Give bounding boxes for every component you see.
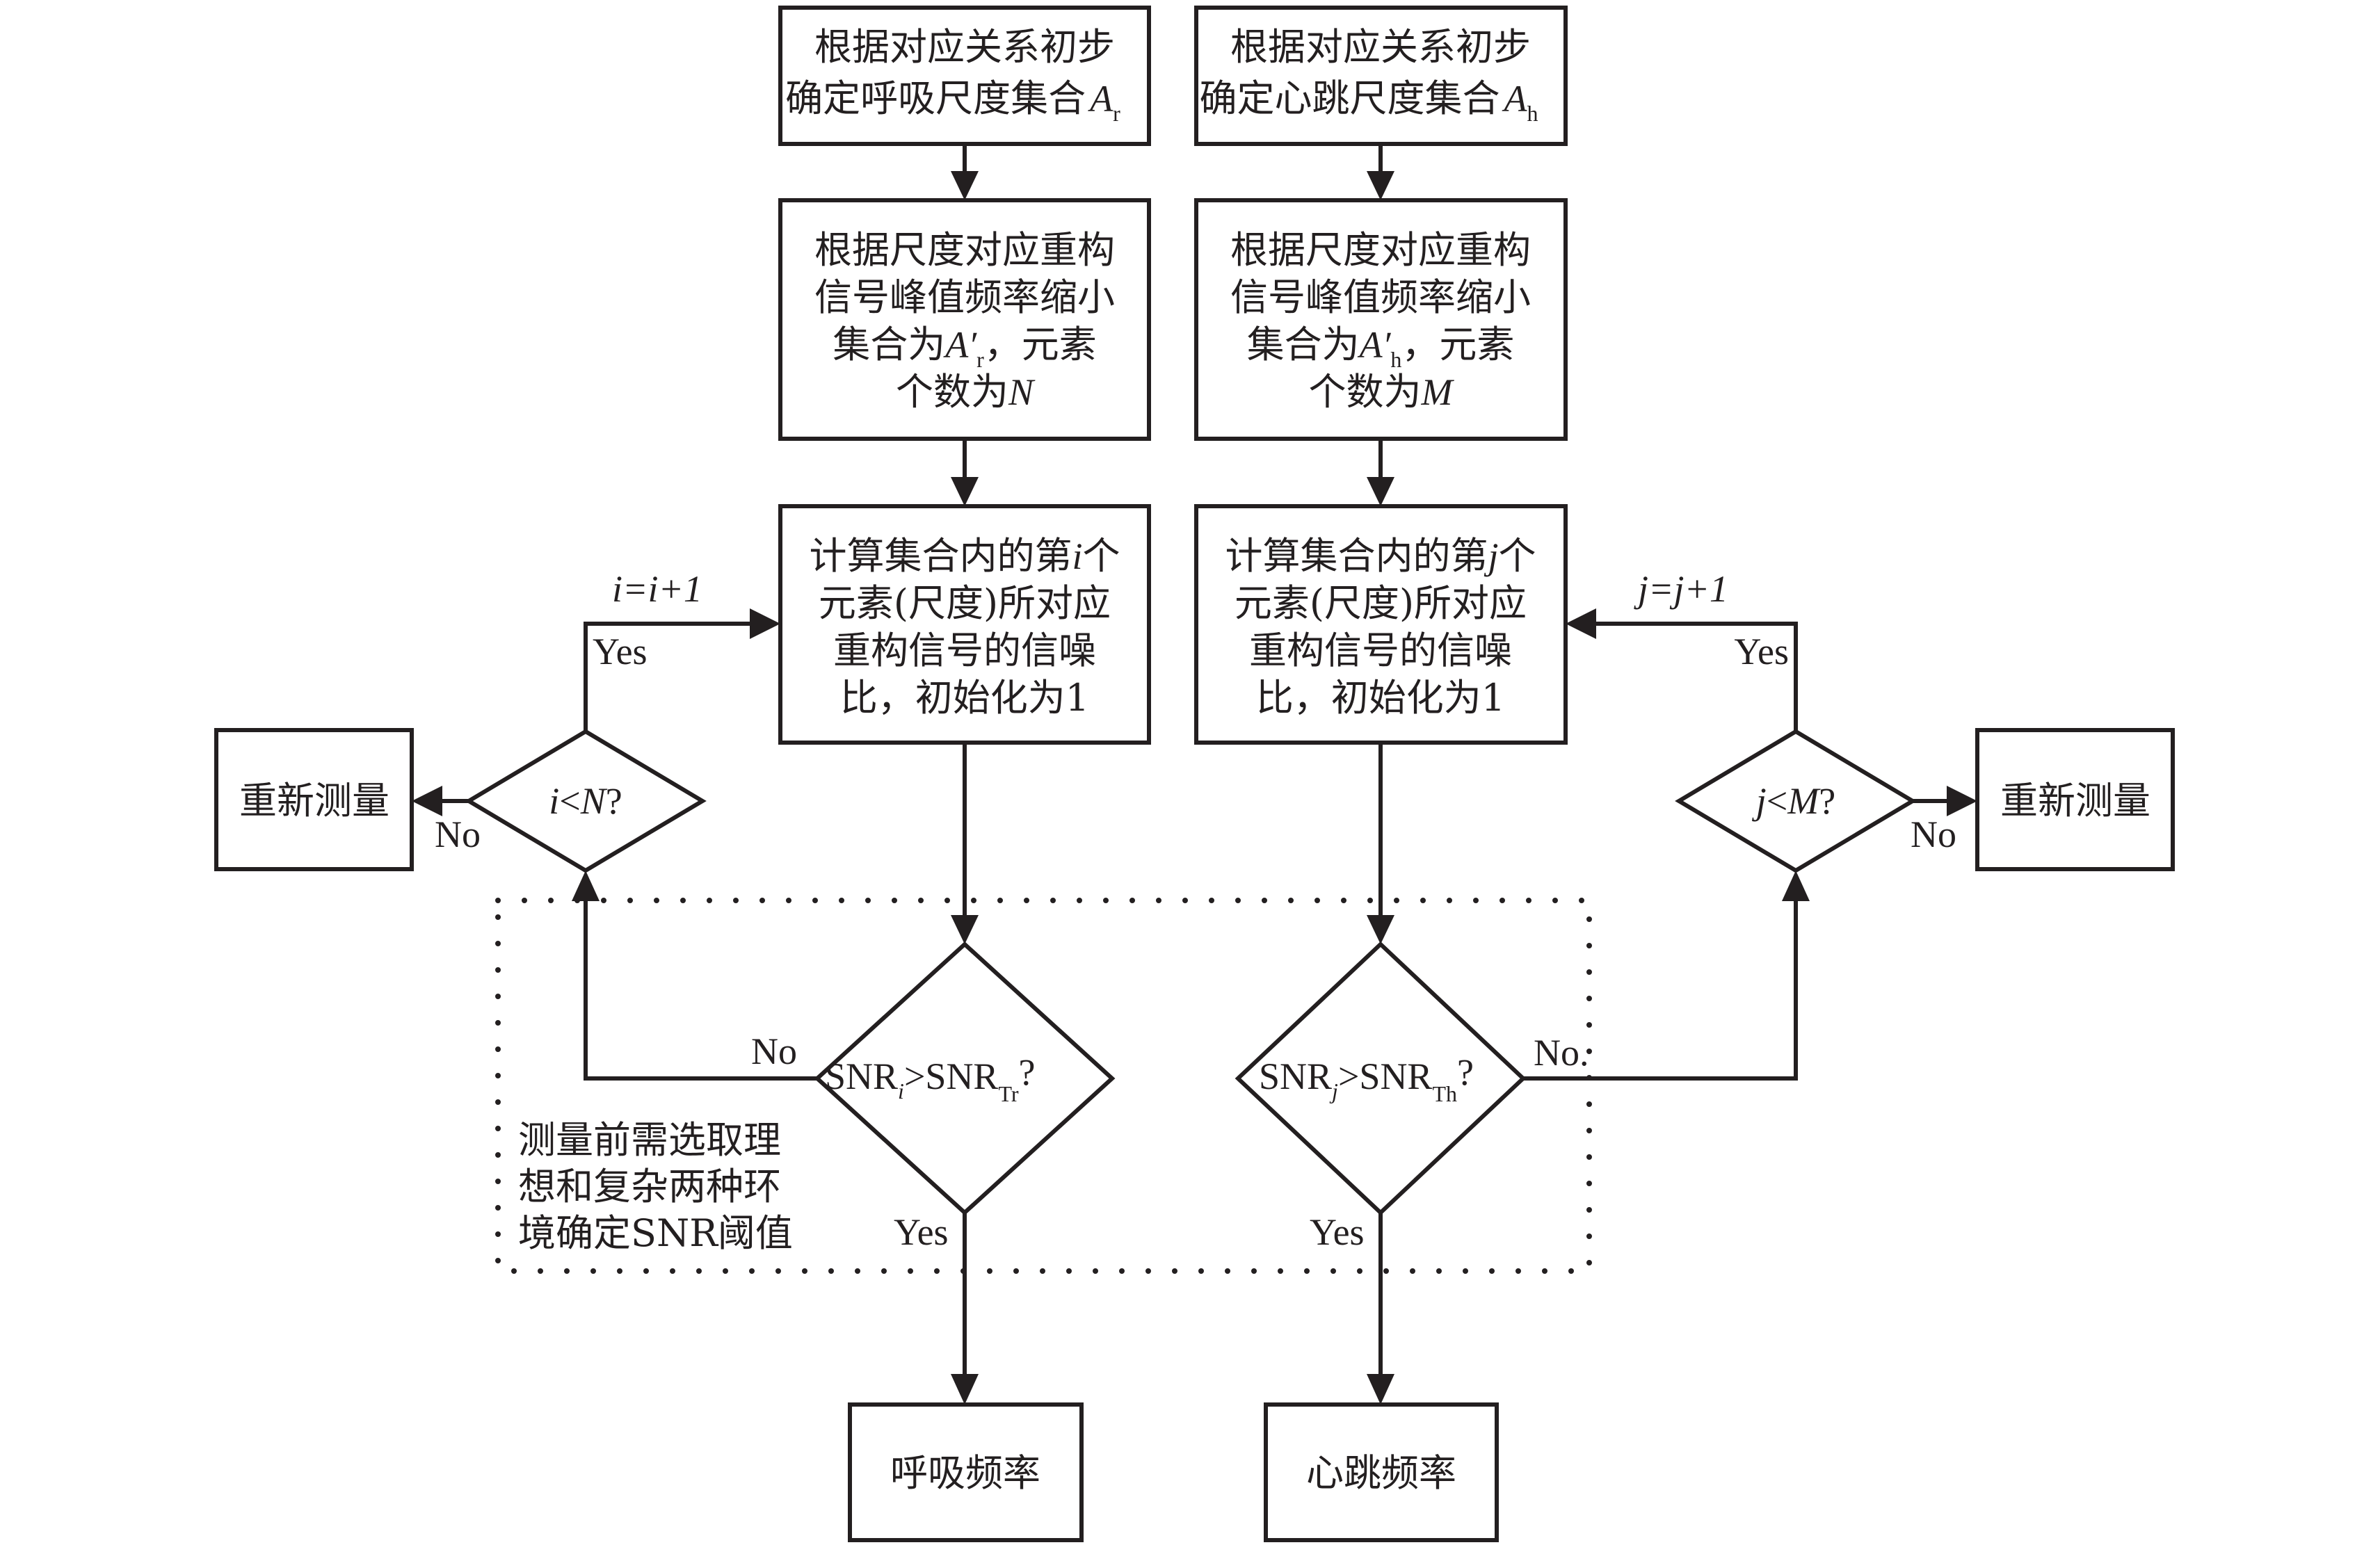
breathing-reduced-line2: 信号峰值频率缩小 [814,275,1115,319]
heartbeat-reduced-line1: 根据尺度对应重构 [1230,228,1531,272]
heartbeat-snr-line4: 比，初始化为1 [1256,676,1505,720]
note-line2: 想和复杂两种环 [518,1165,781,1208]
heartbeat-increment-label: j=j+1 [1634,568,1728,610]
breathing-snr-line2: 元素(尺度)所对应 [819,581,1111,625]
heartbeat-reduced-line2: 信号峰值频率缩小 [1230,275,1531,319]
breathing-snr-condition: SNRi>SNRTr? [825,1051,1036,1106]
breathing-reduced-symbol: A′ [943,324,977,366]
heartbeat-rate-result-box [1264,1402,1499,1542]
breathing-index-var: i [1072,535,1082,577]
breathing-remeasure-box [214,728,414,871]
arrow-head-up-icon [572,871,600,901]
breathing-increment-label: i=i+1 [612,568,702,610]
breathing-reduced-line3: 集合为A′r，元素 [833,323,1096,372]
heartbeat-set-symbol: A [1502,78,1528,120]
threshold-region-dotted-border [495,898,1592,1274]
heartbeat-loop-yes-label: Yes [1734,631,1789,672]
heartbeat-index-condition: j<M? [1752,780,1835,822]
heartbeat-reduced-line4: 个数为M [1309,370,1455,414]
arrow-head-up-icon [1782,871,1810,901]
heartbeat-scale-set-line1: 根据对应关系初步 [1230,25,1531,69]
arrow-head-right-icon [750,608,780,639]
breathing-snr-compute-box [778,504,1151,745]
heartbeat-snr-line3: 重构信号的信噪 [1249,629,1512,672]
arrow-head-down-icon [951,915,979,944]
arrow-head-left-icon [1566,608,1596,639]
heartbeat-remeasure-box [1975,728,2175,871]
breathing-reduced-line4: 个数为N [896,370,1036,414]
heartbeat-index-check-decision [1675,729,1917,873]
breathing-index-condition: i<N? [549,780,622,822]
arrow-head-down-icon [951,171,979,200]
breathing-scale-set-text: 确定呼吸尺度集合 [785,76,1086,120]
breathing-snr-no-label: No [751,1030,797,1072]
arrow-head-down-icon [1367,477,1394,506]
arrow-head-down-icon [951,1374,979,1405]
heartbeat-no-connector [1523,898,1798,1081]
arrow-head-down-icon [1367,1374,1394,1405]
heartbeat-snr-line2: 元素(尺度)所对应 [1235,581,1527,625]
breathing-no-connector [584,898,817,1081]
heartbeat-count-var: M [1421,371,1455,413]
arrow-head-right-icon [1947,786,1977,816]
breathing-loop-yes-label: Yes [593,631,648,672]
heartbeat-snr-no-label: No. [1534,1032,1589,1074]
note-line1: 测量前需选取理 [518,1118,781,1162]
breathing-set-subscript: r [1113,101,1120,126]
breathing-reduced-line1: 根据尺度对应重构 [814,228,1115,272]
heartbeat-rate-label: 心跳频率 [1306,1451,1456,1495]
breathing-snr-yes-label: Yes [894,1211,949,1253]
breathing-count-var: N [1008,371,1036,413]
breathing-remeasure-label: 重新测量 [239,779,389,823]
heartbeat-snr-compute-box [1194,504,1568,745]
heartbeat-reduced-set-box [1194,198,1568,441]
note-line3: 境确定SNR阈值 [518,1211,793,1255]
arrow-head-down-icon [1367,915,1394,944]
breathing-reduced-set-box [778,198,1151,441]
breathing-rate-label: 呼吸频率 [890,1451,1040,1495]
breathing-index-check-decision [465,729,707,873]
threshold-note: 测量前需选取理 想和复杂两种环 境确定SNR阈值 [518,1118,793,1255]
heartbeat-snr-condition: SNRj>SNRTh? [1259,1051,1474,1106]
arrow-head-down-icon [1367,171,1394,200]
heartbeat-scale-set-box [1194,6,1568,146]
breathing-yes-loop-connector [584,622,751,731]
heartbeat-snr-yes-label: Yes [1310,1211,1365,1253]
breathing-loop-no-label: No [435,814,481,855]
heartbeat-reduced-line3: 集合为A′h，元素 [1247,323,1515,372]
breathing-scale-set-line1: 根据对应关系初步 [814,25,1115,69]
heartbeat-remeasure-label: 重新测量 [2000,779,2150,823]
heartbeat-snr-line1: 计算集合内的第j个 [1225,534,1536,578]
heartbeat-yes-loop-connector [1596,622,1798,731]
arrow-head-left-icon [412,786,442,816]
breathing-set-symbol: A [1088,78,1113,120]
breathing-rate-result-box [848,1402,1084,1542]
breathing-snr-line4: 比，初始化为1 [840,676,1089,720]
breathing-snr-line3: 重构信号的信噪 [833,629,1096,672]
breathing-snr-line1: 计算集合内的第i个 [809,534,1120,578]
arrow-head-down-icon [951,477,979,506]
heartbeat-loop-no-label: No [1911,814,1956,855]
